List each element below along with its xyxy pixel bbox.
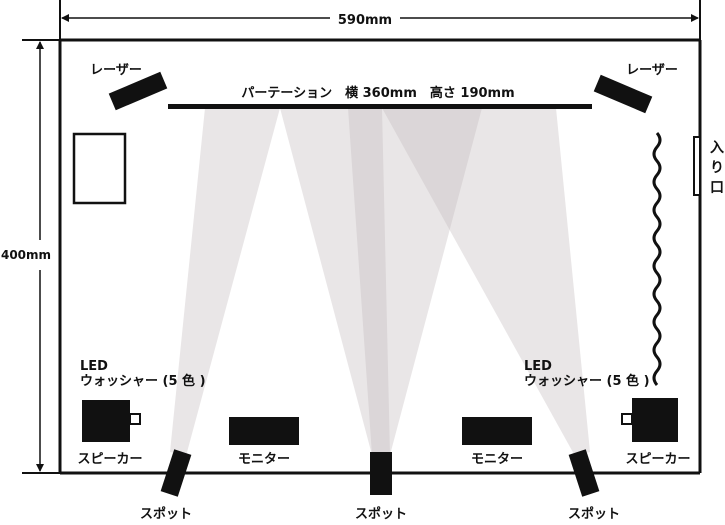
monitor-left-label: モニター	[238, 452, 290, 467]
entrance-label-1: 入	[710, 140, 724, 156]
washer-right-label-line1: LED	[524, 359, 552, 374]
spot-right-label: スポット	[568, 506, 620, 522]
curtain-icon	[652, 132, 662, 386]
monitor-right	[462, 417, 532, 445]
speaker-right	[632, 398, 678, 442]
entrance-door	[693, 136, 701, 196]
washer-right-label-line2: ウォッシャー (5 色 )	[524, 373, 650, 389]
beam-right-spot	[382, 108, 590, 456]
spot-beams	[170, 108, 590, 456]
entrance-label-3: 口	[710, 180, 724, 196]
speaker-left-tab	[129, 413, 141, 425]
beam-center-spot-b	[348, 108, 482, 455]
partition	[168, 104, 592, 109]
monitor-right-label: モニター	[471, 452, 523, 467]
speaker-right-tab	[621, 413, 633, 425]
entrance-label-2: り	[710, 160, 724, 176]
beam-left-spot	[170, 108, 280, 456]
width-label: 590mm	[338, 13, 392, 28]
spot-left-label: スポット	[140, 506, 192, 522]
speaker-left-label: スピーカー	[77, 452, 142, 467]
spot-center	[370, 452, 392, 495]
partition-label: パーテーション 横 360mm 高さ 190mm	[241, 85, 514, 101]
spot-right	[568, 449, 600, 497]
beam-center-spot-a	[280, 108, 390, 455]
laser-left-label: レーザー	[90, 63, 142, 78]
framed-panel	[72, 132, 127, 205]
spot-center-label: スポット	[355, 506, 407, 522]
speaker-right-label: スピーカー	[625, 452, 690, 467]
monitor-left	[229, 417, 299, 445]
washer-left-label-line1: LED	[80, 359, 108, 374]
speaker-left	[82, 400, 130, 442]
laser-left	[108, 71, 168, 111]
laser-right-label: レーザー	[626, 63, 678, 78]
height-label: 400mm	[1, 248, 51, 262]
spot-left	[160, 449, 192, 497]
height-dimension: 400mm	[1, 39, 60, 474]
width-dimension: 590mm	[59, 0, 701, 40]
washer-left-label-line2: ウォッシャー (5 色 )	[80, 373, 206, 389]
laser-right	[593, 74, 653, 114]
